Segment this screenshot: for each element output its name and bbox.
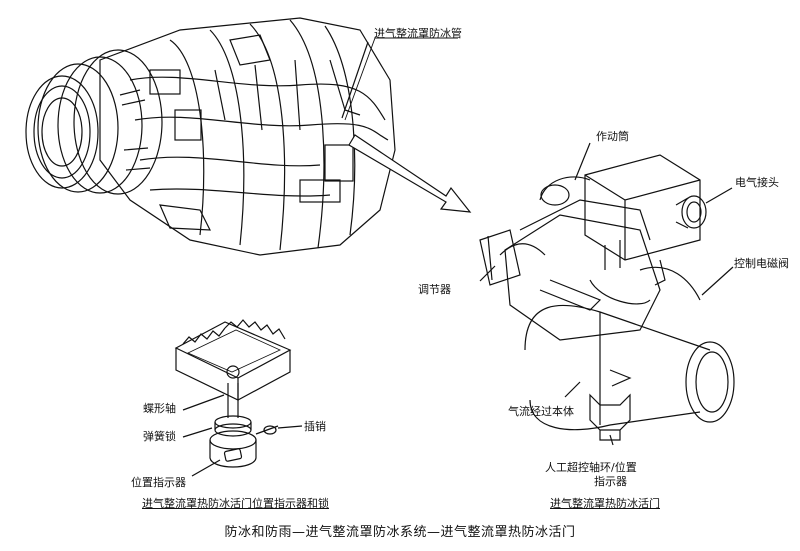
callout-position-indicator [191,459,221,477]
callout-regulator [479,265,496,282]
label-regulator: 调节器 [418,283,451,296]
callout-spring-lock [182,427,213,438]
label-electrical-connector: 电气接头 [735,176,779,189]
caption-indicator-and-lock: 进气整流罩热防冰活门位置指示器和锁 [142,497,329,510]
label-actuator-cylinder: 作动筒 [596,130,629,143]
callout-solenoid [701,266,734,296]
detail-arrow [348,134,472,213]
label-inlet-cowl-anti-ice-tube: 进气整流罩防冰管 [374,27,462,40]
callout-actuator [574,142,591,181]
callout-shaft [182,394,225,411]
page-title: 防冰和防雨—进气整流罩防冰系统—进气整流罩热防冰活门 [224,525,576,540]
label-manual-override-ring-2: 指示器 [594,475,627,488]
label-airflow-through-body: 气流经过本体 [508,405,574,418]
callout-pin [277,425,303,429]
callout-connector [705,187,733,204]
label-manual-override-ring-1: 人工超控轴环/位置 [545,461,637,474]
indicator-drawing [174,319,292,468]
callout-line-anti-ice-tube [341,41,369,119]
callout-override [609,434,614,446]
callout-airflow [564,381,581,398]
label-pin: 插销 [304,420,326,433]
caption-anti-ice-valve: 进气整流罩热防冰活门 [550,497,660,510]
engine-drawing [25,17,396,256]
label-control-solenoid-valve: 控制电磁阀 [734,257,789,270]
label-butterfly-shaft: 蝶形轴 [143,402,176,415]
label-position-indicator: 位置指示器 [131,476,186,489]
label-spring-lock: 弹簧锁 [143,430,176,443]
valve-drawing [479,154,735,441]
